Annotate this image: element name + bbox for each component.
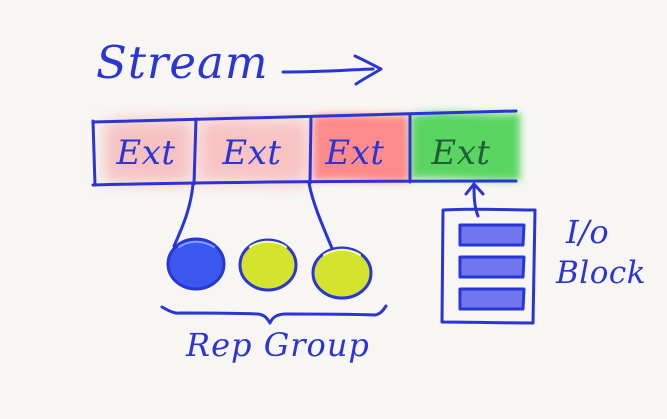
io-label: I/o: [566, 213, 609, 251]
extent-label-1: Ext: [116, 133, 176, 173]
rep-node-yellow-2-highlight: [323, 248, 361, 256]
io-block-slot-2: [458, 255, 526, 279]
rep-node-blue-highlight: [178, 240, 215, 248]
rep-group-branch-left: [172, 182, 195, 248]
io-block-slot-3: [458, 287, 526, 311]
rep-group-brace: [160, 304, 388, 325]
extent-fills: [104, 112, 520, 184]
extent-label-2: Ext: [222, 133, 282, 173]
rep-node-yellow-1: [238, 238, 298, 292]
extent-fill-1: [104, 118, 192, 184]
stream-arrow-shaft: [281, 67, 375, 74]
extent-label-4: Ext: [431, 133, 491, 173]
block-label: Block: [556, 255, 647, 291]
rep-node-yellow-1-highlight: [249, 240, 287, 248]
extent-separator-3: [308, 115, 313, 185]
extent-label-3: Ext: [325, 133, 385, 173]
stream-top-edge: [91, 109, 518, 124]
extent-fill-4: [411, 112, 520, 181]
io-arrow-shaft: [472, 182, 480, 218]
extent-fill-2: [198, 118, 309, 184]
stream-arrow-head: [353, 54, 383, 86]
stream-title: Stream: [96, 36, 269, 89]
extent-separator-left: [91, 119, 97, 187]
io-arrow-head: [464, 182, 485, 196]
extent-separator-2: [192, 117, 198, 186]
rep-node-yellow-2: [311, 246, 373, 300]
stream-bottom-edge: [91, 179, 518, 187]
rep-group-label: Rep Group: [186, 326, 370, 364]
extent-fill-3: [313, 114, 410, 182]
io-block-slot-1: [458, 223, 526, 247]
rep-node-blue: [166, 237, 226, 291]
